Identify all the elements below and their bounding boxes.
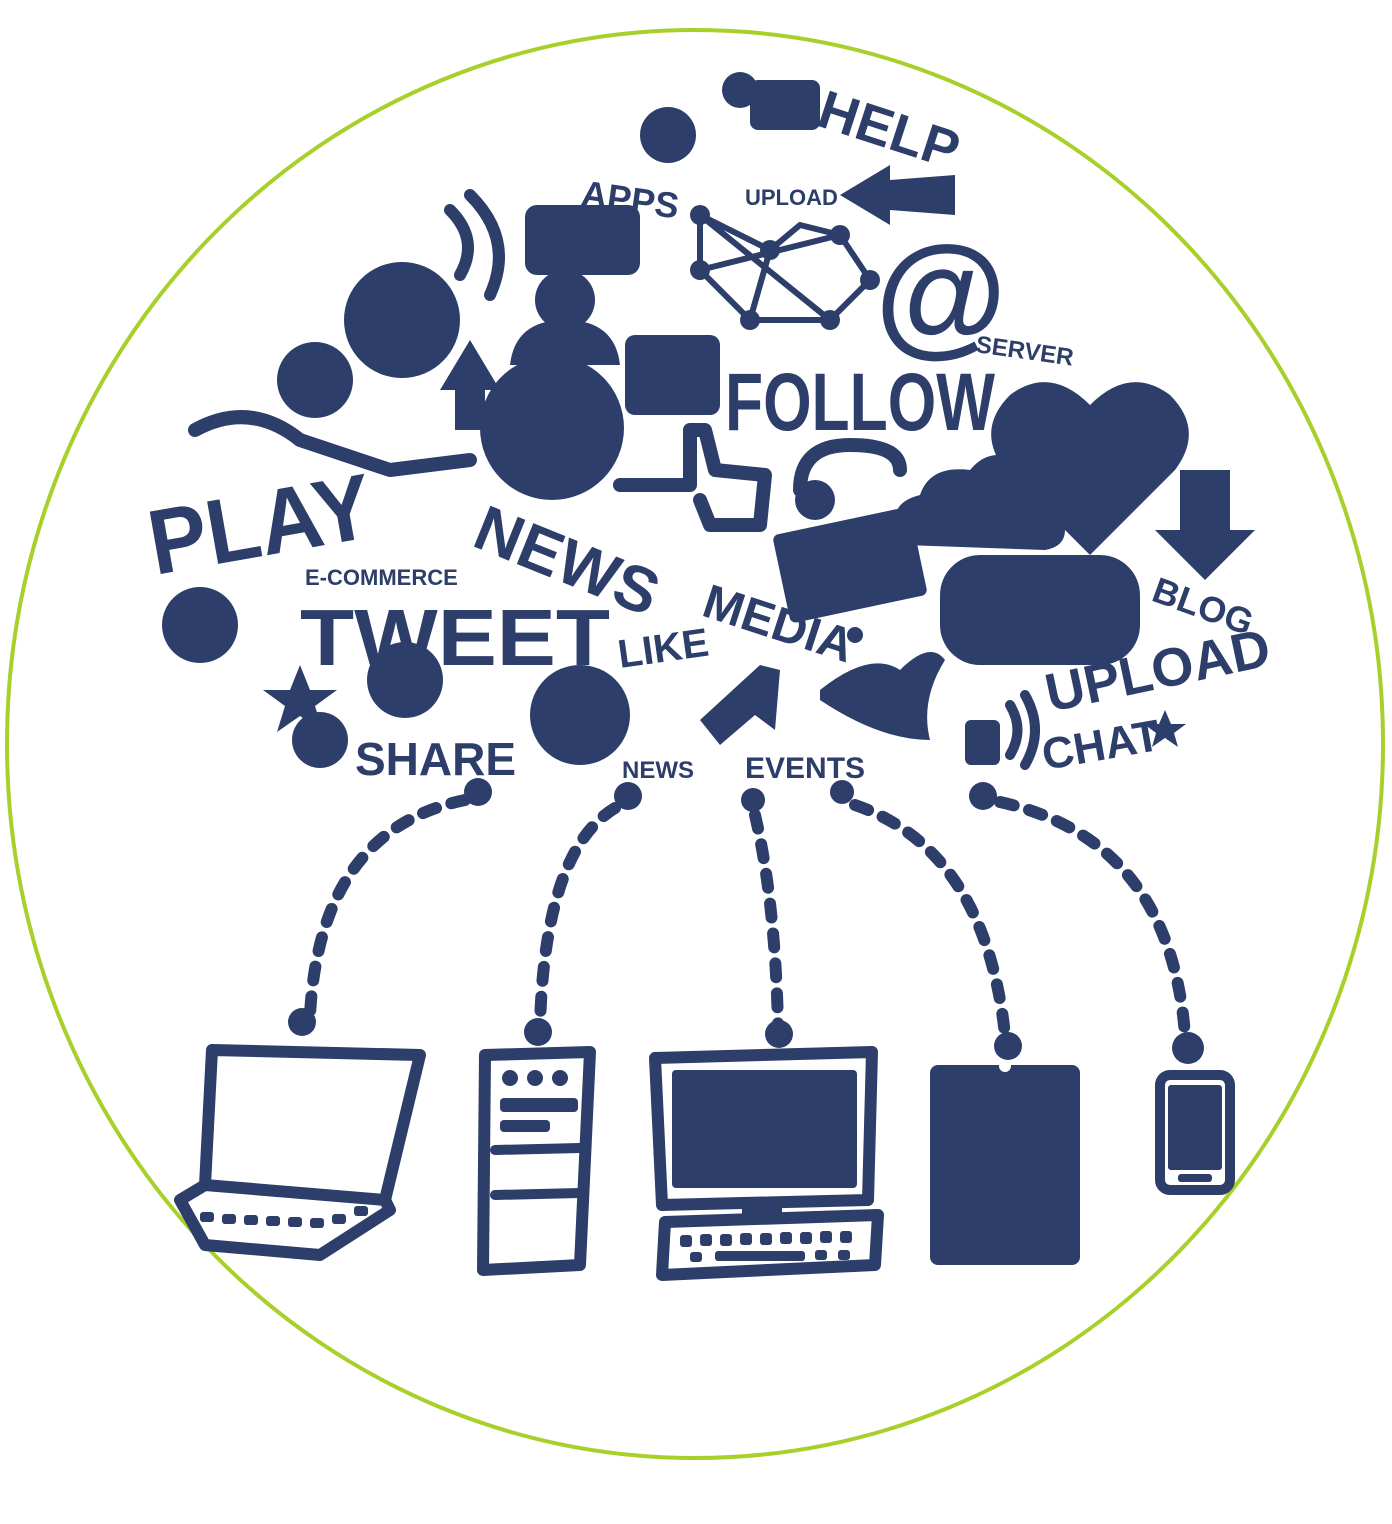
connector-line-phone (994, 796, 1191, 1041)
folder-icon (625, 335, 720, 415)
bubble-icon-3 (292, 712, 348, 768)
arrow-up-icon (440, 340, 500, 430)
arrow-diagonal-icon (700, 665, 780, 745)
monitor-keyboard-icon (649, 1046, 884, 1281)
wifi-icon-2 (1005, 690, 1040, 770)
connector-dot (830, 780, 854, 804)
connector-dot (464, 778, 492, 806)
connector-dot (765, 1020, 793, 1048)
heart-icon (991, 382, 1189, 555)
connector-dot (994, 1032, 1022, 1060)
download-arrow-icon (1155, 470, 1255, 580)
star-small-icon (1144, 710, 1186, 747)
head-icon (535, 270, 595, 330)
smartphone-icon (1155, 1070, 1235, 1195)
headset-ear-icon (795, 480, 835, 520)
media-dot-icon (847, 627, 863, 643)
connector-dot (969, 782, 997, 810)
connector-line-tower (534, 802, 621, 1031)
connector-dot (1172, 1032, 1204, 1064)
cloud: @ HELP APPS UPLOAD FOLLOW SERVER PLAY NE… (141, 72, 1276, 785)
devices (174, 1044, 1235, 1281)
bubble-icon (162, 587, 238, 663)
connector-line-tablet (849, 799, 1011, 1041)
user-head-icon (277, 342, 353, 418)
network-graph-icon (690, 205, 880, 330)
camera-icon (525, 205, 640, 275)
at-symbol: @ (875, 218, 1007, 369)
wifi-icon (444, 189, 505, 301)
person-icon (510, 320, 620, 365)
arrow-left-icon (840, 165, 955, 225)
shopping-cart-icon (750, 80, 820, 130)
word-follow: FOLLOW (725, 357, 995, 448)
tablet-icon (930, 1060, 1080, 1265)
bird-icon (820, 652, 945, 740)
envelope-icon (773, 507, 927, 623)
connectors (288, 778, 1204, 1064)
star-icon (263, 665, 337, 732)
outer-ring (5, 28, 1385, 1460)
bubble-icon-4 (367, 642, 443, 718)
chat-bubble-icon (940, 555, 1140, 665)
headset-icon (793, 438, 907, 497)
bubble-icon-2 (530, 665, 630, 765)
word-upload-small: UPLOAD (745, 185, 838, 210)
sun-icon (640, 107, 696, 163)
word-ecommerce: E-COMMERCE (305, 565, 458, 590)
laptop-icon (174, 1044, 426, 1261)
cloud-small-icon (895, 455, 1065, 550)
connector-dot (614, 782, 642, 810)
thumbs-up-icon (613, 423, 772, 532)
connector-line-laptop (304, 794, 471, 1021)
game-controller-icon (188, 410, 477, 477)
globe-blob-icon (480, 356, 624, 500)
word-share: SHARE (355, 733, 516, 785)
connector-line-monitor (749, 809, 784, 1031)
connector-dot (524, 1018, 552, 1046)
connector-dot (288, 1008, 316, 1036)
connector-dot (741, 788, 765, 812)
word-news-small: NEWS (622, 757, 694, 784)
avatar-blob-icon (344, 262, 460, 378)
record-icon (722, 72, 758, 108)
word-like: LIKE (615, 621, 711, 677)
desktop-tower-icon (477, 1046, 596, 1276)
speaker-icon (965, 720, 1000, 765)
word-events: EVENTS (745, 752, 865, 785)
word-tweet: TWEET (300, 593, 610, 682)
